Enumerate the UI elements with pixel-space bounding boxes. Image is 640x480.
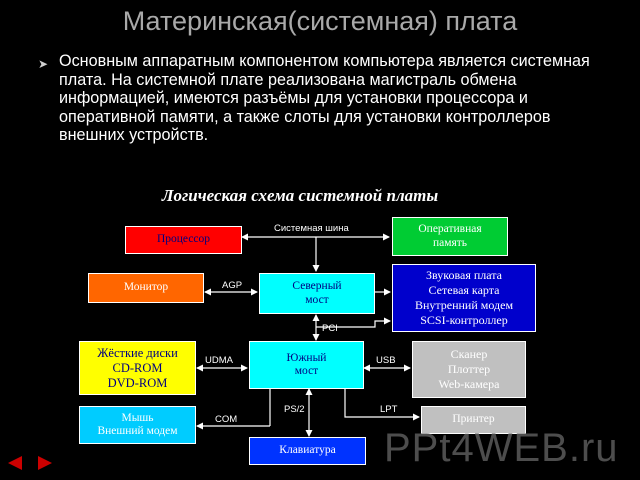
node-northbridge: Северный мост (259, 273, 375, 314)
label-pci: PCI (322, 323, 338, 334)
arrow-right-icon[interactable] (38, 456, 52, 470)
label-agp: AGP (222, 280, 243, 291)
node-keyboard: Клавиатура (249, 437, 366, 465)
node-ram: Оперативная память (392, 217, 508, 256)
label-udma: UDMA (205, 355, 233, 366)
node-monitor: Монитор (88, 273, 204, 303)
node-printer: Принтер (421, 406, 526, 434)
bullet-text: Основным аппаратным компонентом компьюте… (59, 52, 590, 145)
node-mouse: Мышь Внешний модем (79, 406, 196, 444)
slide-title: Материнская(системная) плата (122, 6, 518, 36)
label-lpt: LPT (380, 404, 398, 415)
label-system-bus: Системная шина (274, 223, 349, 234)
label-usb: USB (376, 355, 396, 366)
link-lpt (344, 389, 420, 421)
node-cards: Звуковая плата Сетевая карта Внутренний … (392, 264, 536, 332)
node-southbridge: Южный мост (249, 341, 364, 389)
watermark: PPt4WEB.ru (384, 426, 619, 470)
bullet-arrow-icon: ➤ (38, 57, 49, 71)
label-ps2: PS/2 (284, 404, 305, 415)
label-com: COM (215, 414, 238, 425)
diagram-title: Логическая схема системной платы (161, 186, 439, 205)
arrow-left-icon[interactable] (8, 456, 22, 470)
link-pci (316, 317, 391, 328)
node-scanner: Сканер Плоттер Web-камера (412, 341, 526, 398)
node-processor: Процессор (125, 226, 242, 254)
node-drives: Жёсткие диски CD-ROM DVD-ROM (79, 341, 196, 395)
